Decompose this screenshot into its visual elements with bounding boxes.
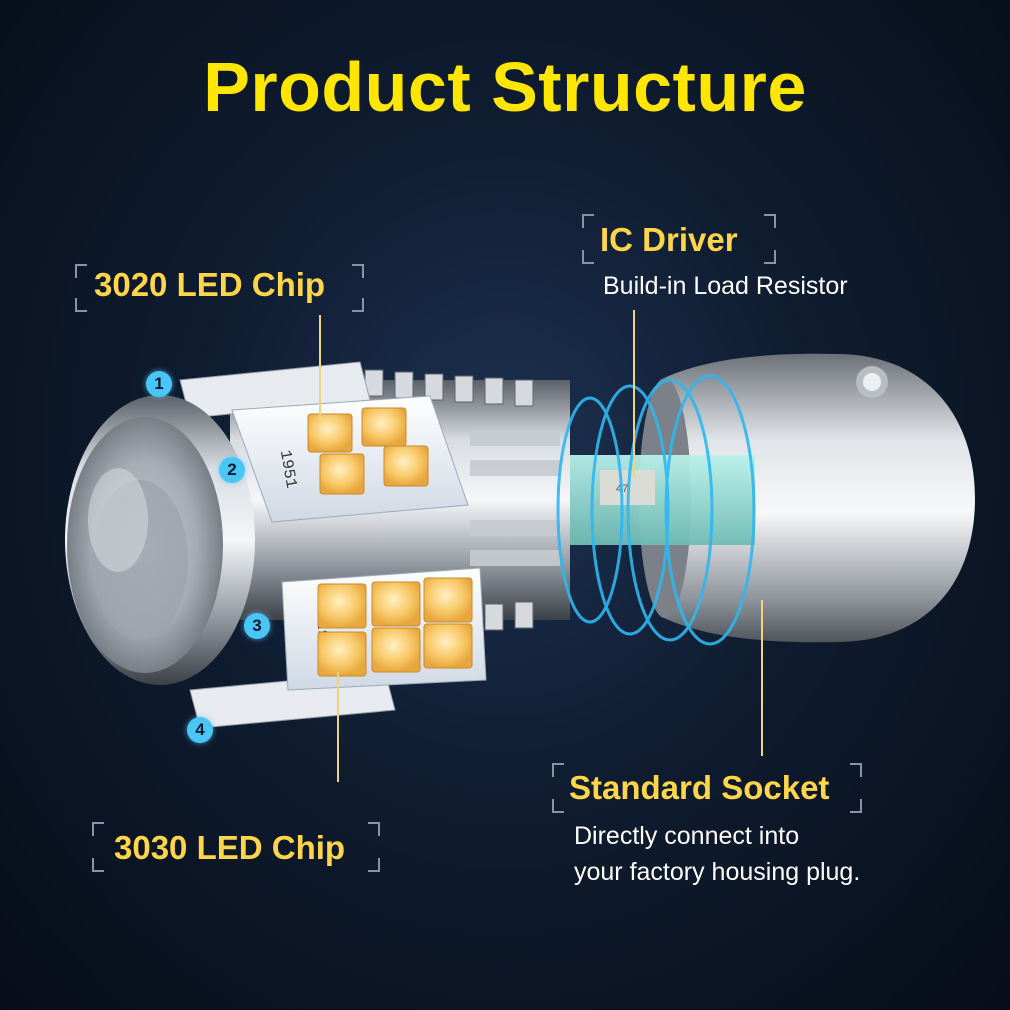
lens-cap <box>65 395 255 685</box>
label-3020-chip: 3020 LED Chip <box>94 266 326 303</box>
page-title: Product Structure <box>203 48 807 126</box>
led-3020-4 <box>383 445 429 487</box>
led-3030-3 <box>423 577 473 623</box>
led-3020-1 <box>307 413 353 453</box>
pcb-3030: 1938 <box>281 567 487 691</box>
label-ic-driver: IC Driver <box>600 221 738 258</box>
led-3020-2 <box>361 407 407 447</box>
label-socket-line1: Directly connect into <box>574 822 800 850</box>
badge-1: 1 <box>146 371 172 397</box>
label-ic-driver-subtitle: Build-in Load Resistor <box>603 272 848 300</box>
leader-lines <box>319 310 763 782</box>
led-3030-4 <box>317 631 367 677</box>
pcb-3020: 1951 <box>231 395 469 523</box>
led-3030-2 <box>371 581 421 627</box>
badge-2: 2 <box>219 457 245 483</box>
ic-driver-board: 47 <box>545 455 755 545</box>
label-3030-chip: 3030 LED Chip <box>114 829 346 866</box>
led-3020-3 <box>319 453 365 495</box>
bulb-socket <box>639 353 975 643</box>
badge-4: 4 <box>187 717 213 743</box>
led-3030-6 <box>423 623 473 669</box>
label-standard-socket: Standard Socket <box>569 769 830 806</box>
ic-highlight-rings <box>556 374 756 646</box>
badge-3: 3 <box>244 613 270 639</box>
led-3030-5 <box>371 627 421 673</box>
led-3030-1 <box>317 583 367 629</box>
label-socket-line2: your factory housing plug. <box>574 858 861 886</box>
